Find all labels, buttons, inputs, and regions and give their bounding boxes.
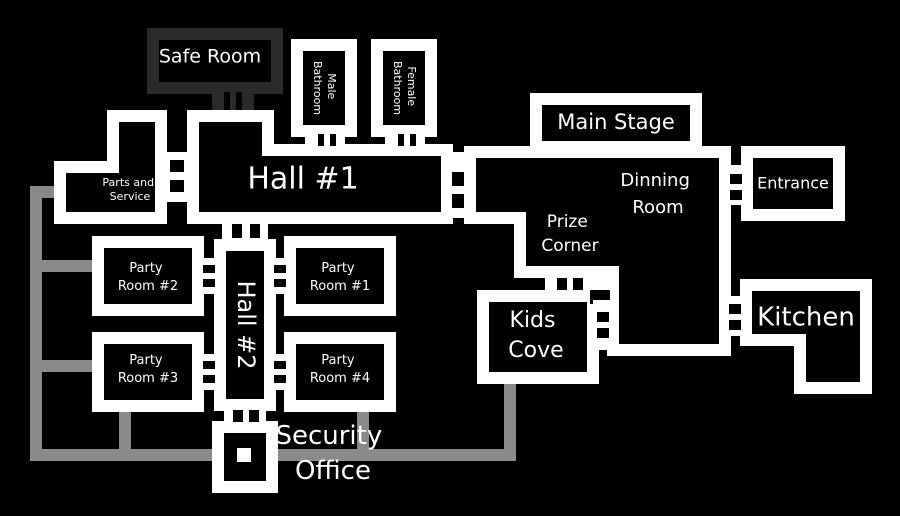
label-prize-corner: Prize Corner — [541, 212, 598, 256]
door-kidscove-dining — [593, 300, 613, 350]
door-male-bathroom — [305, 131, 345, 147]
label-party-room-4: Party Room #4 — [310, 353, 370, 386]
hall-1[interactable] — [187, 110, 453, 224]
label-safe-room: Safe Room — [159, 46, 261, 68]
door-female-bathroom — [385, 131, 425, 147]
label-entrance: Entrance — [757, 174, 829, 193]
door-party-room-2 — [198, 258, 220, 294]
label-party-room-1: Party Room #1 — [310, 261, 370, 294]
label-party-room-2: Party Room #2 — [118, 261, 178, 294]
kitchen[interactable] — [740, 279, 872, 394]
door-hall2-security — [224, 405, 266, 427]
door-party-room-4 — [270, 354, 290, 390]
label-male-bathroom: Male Bathroom — [311, 61, 338, 115]
label-kitchen: Kitchen — [757, 303, 855, 333]
male-bathroom[interactable] — [291, 39, 357, 137]
label-security-office: Security Office — [275, 421, 390, 486]
label-hall-2: Hall #2 — [232, 280, 260, 369]
label-main-stage: Main Stage — [557, 110, 675, 134]
door-party-room-1 — [270, 258, 290, 294]
doorways — [161, 88, 747, 427]
label-parts-service: Parts and Service — [102, 176, 157, 203]
party-room-2[interactable] — [92, 236, 204, 316]
vent-right-run — [266, 377, 516, 461]
door-parts-service — [161, 152, 193, 202]
rooms — [54, 28, 872, 493]
door-party-room-3 — [198, 354, 220, 390]
parts-and-service[interactable] — [54, 110, 167, 224]
security-office-desk — [237, 448, 251, 462]
party-room-1[interactable] — [284, 236, 396, 316]
label-hall-1: Hall #1 — [247, 162, 358, 197]
vent-system — [30, 186, 516, 461]
door-hall1-hall2 — [222, 218, 268, 245]
door-safe-room — [212, 88, 254, 110]
label-dining-room: Dinning Room — [620, 170, 695, 218]
label-female-bathroom: Female Bathroom — [391, 61, 418, 115]
label-kids-cove: Kids Cove — [508, 308, 563, 363]
room-labels: Safe Room Male Bathroom Female Bathroom … — [102, 46, 854, 486]
label-party-room-3: Party Room #3 — [118, 353, 178, 386]
